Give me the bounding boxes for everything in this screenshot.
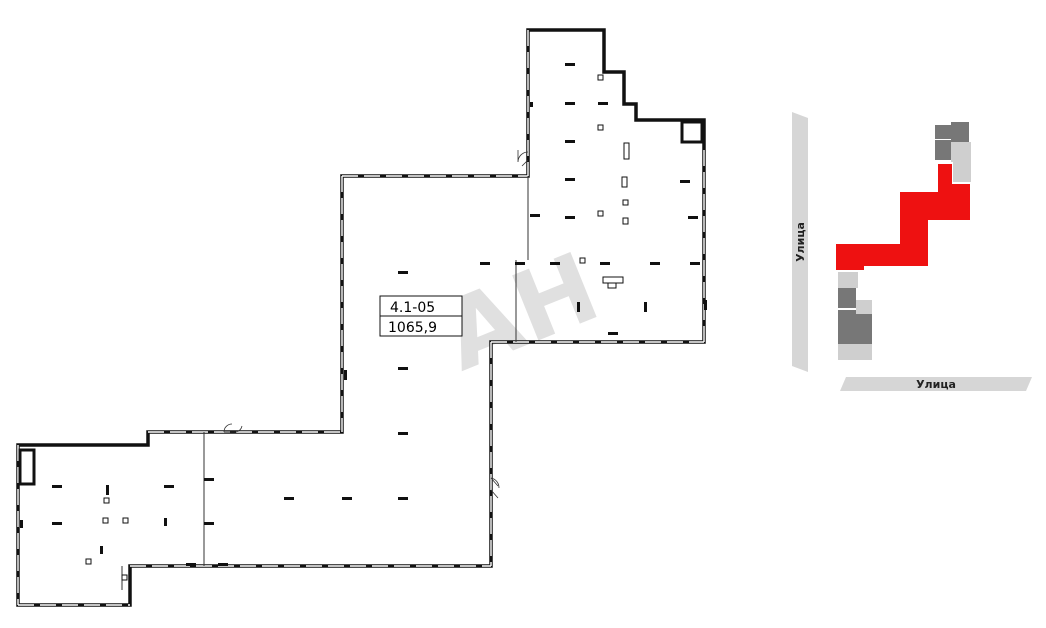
interior-partitions <box>121 176 529 590</box>
shaft-box <box>18 448 36 486</box>
unit-label: 4.1-05 1065,9 <box>379 295 463 337</box>
unit-area: 1065,9 <box>388 320 437 336</box>
highlighted-section <box>836 164 970 270</box>
building-block-lower <box>838 272 872 360</box>
street-vertical <box>792 112 808 372</box>
street-label-horizontal: Улица <box>916 378 956 391</box>
street-label-vertical: Улица <box>794 222 807 262</box>
building-block-upper <box>935 122 971 182</box>
unit-code: 4.1-05 <box>390 300 435 316</box>
column-squares <box>85 74 630 581</box>
street-horizontal <box>840 377 1032 391</box>
door-icon <box>223 150 529 499</box>
window-strips <box>17 30 705 606</box>
columns <box>20 63 707 566</box>
shaft-box <box>680 120 704 144</box>
